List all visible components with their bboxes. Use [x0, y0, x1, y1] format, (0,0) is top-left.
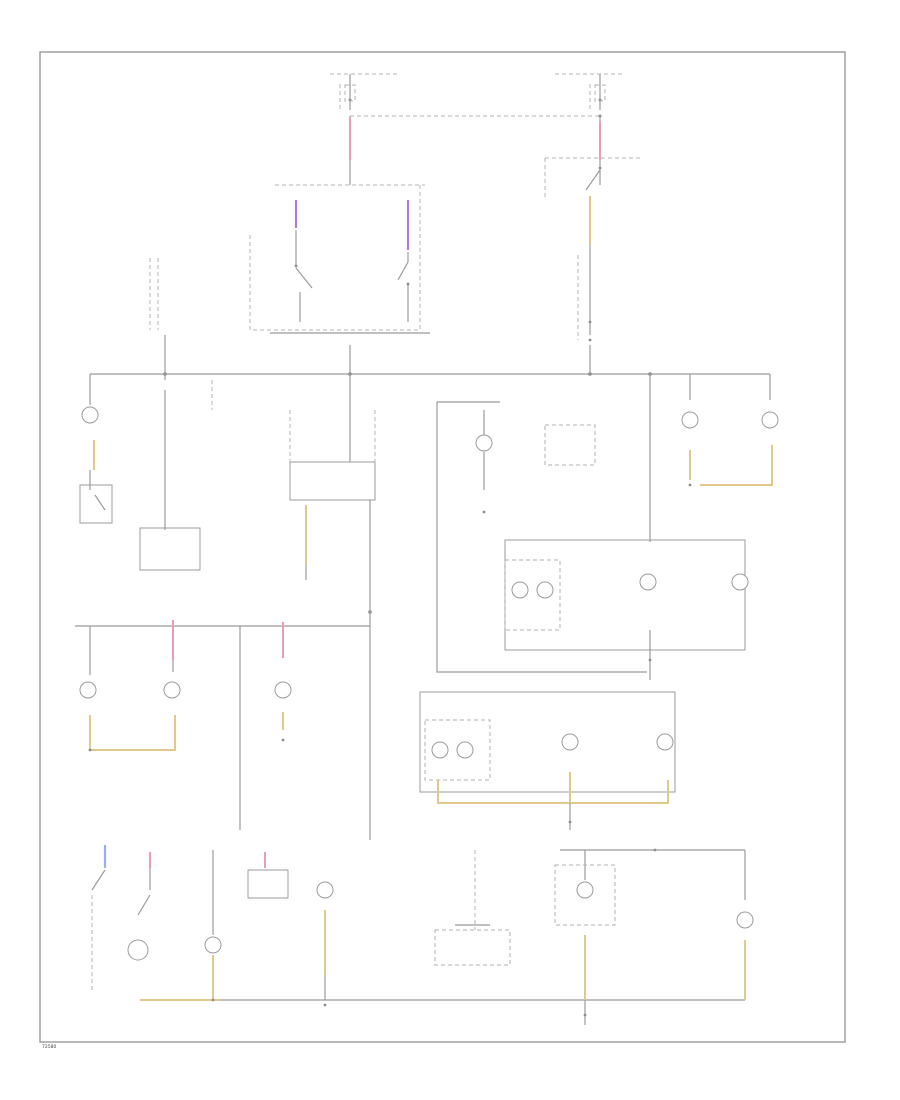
page-id: 72580: [42, 1044, 56, 1050]
diagram-frame: [39, 51, 846, 1043]
bottom-section: [91, 845, 754, 1025]
left-lower-section: [75, 612, 371, 840]
dimmer-module: [289, 374, 376, 614]
cargo-light-bulb: [81, 406, 99, 424]
right-lower-section: [419, 691, 745, 852]
top-fuse-block: [330, 73, 625, 118]
right-upper-section: [436, 374, 779, 673]
light-switch-cluster: [249, 184, 430, 334]
right-middle-section: [504, 539, 749, 680]
right-feed: [544, 116, 640, 342]
left-branch: [79, 335, 213, 571]
control-module-box: [139, 527, 201, 571]
